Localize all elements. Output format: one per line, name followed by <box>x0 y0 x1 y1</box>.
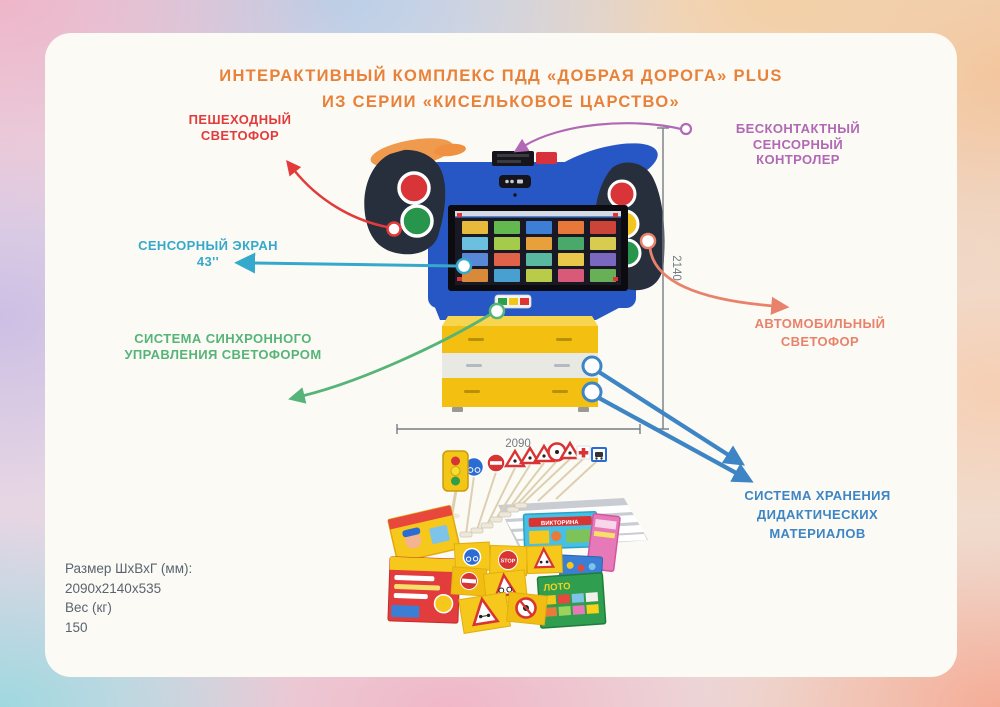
dimension-width-label: 2090 <box>505 438 531 450</box>
specs-weight-label: Вес (кг) <box>65 600 112 615</box>
product-illustration <box>364 138 665 412</box>
screen-tile <box>558 237 584 250</box>
traffic-signs-row <box>463 440 607 478</box>
screen-tile <box>494 253 520 266</box>
callout-line: КОНТРОЛЕР <box>756 152 840 167</box>
screen-tile <box>526 253 552 266</box>
sync-indicator <box>494 294 532 309</box>
pedestrian-traffic-light-graphic <box>364 138 466 255</box>
callout-line: ДИДАКТИЧЕСКИХ <box>756 507 879 522</box>
callout-line: МАТЕРИАЛОВ <box>769 526 866 541</box>
callout-line: СЕНСОРНЫЙ ЭКРАН <box>138 238 278 253</box>
specs: Размер ШхВхГ (мм): 2090х2140х535 Вес (кг… <box>65 559 192 637</box>
bus-sign-icon <box>591 447 607 462</box>
callout-line: СВЕТОФОР <box>200 127 280 143</box>
didactic-materials: ВИКТОРИНА ЛОТО <box>387 440 648 634</box>
specs-size-value: 2090х2140х535 <box>65 580 162 596</box>
sensor-box <box>492 151 557 166</box>
callout-line: СИСТЕМА СИНХРОННОГО <box>134 331 312 346</box>
screen-tile <box>462 221 488 234</box>
screen-tile <box>494 269 520 282</box>
connector-car <box>639 232 790 315</box>
specs-weight-value: 150 <box>65 619 88 635</box>
connector-storage-2 <box>581 381 754 483</box>
game-box-red <box>387 556 461 624</box>
callout-sync-system: СИСТЕМА СИНХРОННОГО УПРАВЛЕНИЯ СВЕТОФОРО… <box>98 331 348 362</box>
connector-pedestrian <box>286 160 402 237</box>
screen-tile <box>558 269 584 282</box>
callout-line: АВТОМОБИЛЬНЫЙ <box>754 316 886 331</box>
screen-tile <box>590 269 616 282</box>
screen-tile <box>494 237 520 250</box>
screen-tile <box>558 253 584 266</box>
loto-title: ЛОТО <box>543 581 571 594</box>
connector-screen <box>234 252 473 275</box>
screen-tile <box>526 269 552 282</box>
screen-tile <box>590 237 616 250</box>
stop-sign-label: STOP <box>500 558 515 565</box>
callout-line: 43'' <box>196 253 220 269</box>
screen-tile <box>526 237 552 250</box>
callout-line: УПРАВЛЕНИЯ СВЕТОФОРОМ <box>124 346 322 362</box>
callout-line: БЕСКОНТАКТНЫЙ СЕНСОРНЫЙ <box>735 121 861 152</box>
loto-board: ЛОТО <box>536 572 607 629</box>
screen-tile <box>558 221 584 234</box>
callout-car-light: АВТОМОБИЛЬНЫЙ СВЕТОФОР <box>730 315 910 350</box>
warning-sign-icon <box>503 448 527 468</box>
sign-sticks <box>465 458 598 535</box>
page-title-line-1: ИНТЕРАКТИВНЫЙ КОМПЛЕКС ПДД «ДОБРАЯ ДОРОГ… <box>219 67 783 85</box>
sign-panels: STOP <box>450 541 563 634</box>
screen-tile <box>494 221 520 234</box>
screen-tile <box>526 221 552 234</box>
page-title: ИНТЕРАКТИВНЫЙ КОМПЛЕКС ПДД «ДОБРАЯ ДОРОГ… <box>45 63 957 115</box>
red-cross-sign-icon <box>576 445 591 460</box>
screen-tile <box>590 253 616 266</box>
storage-cabinet <box>442 316 598 412</box>
dimension-width <box>396 424 641 434</box>
screen-tile <box>590 221 616 234</box>
callout-storage-system: СИСТЕМА ХРАНЕНИЯ ДИДАКТИЧЕСКИХ МАТЕРИАЛО… <box>710 486 925 543</box>
callout-pedestrian-light: ПЕШЕХОДНЫЙ СВЕТОФОР <box>140 112 340 143</box>
dimension-height-label: 2140 <box>670 255 682 281</box>
quiz-box-title: ВИКТОРИНА <box>541 520 579 527</box>
specs-size-label: Размер ШхВхГ (мм): <box>65 561 193 576</box>
callout-touch-screen: СЕНСОРНЫЙ ЭКРАН 43'' <box>108 238 308 269</box>
sign-bases <box>459 502 528 538</box>
game-box-yellow <box>387 505 461 563</box>
callout-line: СИСТЕМА ХРАНЕНИЯ <box>744 488 891 503</box>
connector-sync <box>288 302 506 404</box>
callout-contactless-controller: БЕСКОНТАКТНЫЙ СЕНСОРНЫЙ КОНТРОЛЕР <box>692 121 904 168</box>
game-box-quiz: ВИКТОРИНА <box>522 511 599 550</box>
screen-tile <box>462 237 488 250</box>
connector-storage-1 <box>581 355 746 466</box>
touch-screen-graphic <box>448 205 628 291</box>
page-title-line-2: ИЗ СЕРИИ «КИСЕЛЬКОВОЕ ЦАРСТВО» <box>322 93 680 111</box>
screen-tiles <box>462 221 616 282</box>
callout-line: ПЕШЕХОДНЫЙ <box>188 112 292 127</box>
callout-line: СВЕТОФОР <box>780 333 860 349</box>
connector-contactless <box>513 122 693 153</box>
camera-strip <box>499 175 531 197</box>
